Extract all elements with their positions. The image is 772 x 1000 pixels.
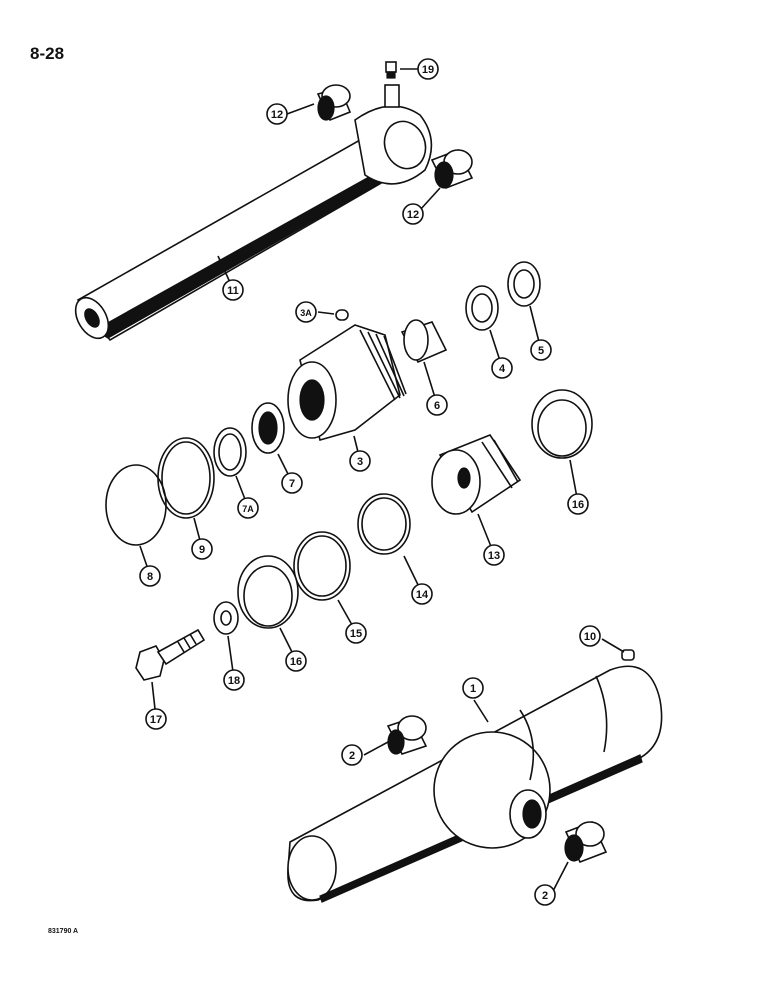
callout-9: 9 [191, 538, 213, 560]
svg-text:4: 4 [499, 363, 506, 375]
callout-5: 5 [530, 339, 552, 361]
callout-12-upper: 12 [266, 103, 288, 125]
drawing-code: 831790 A [48, 928, 79, 935]
svg-text:10: 10 [584, 631, 596, 643]
callout-2-upper: 2 [341, 744, 363, 766]
bolt [135, 628, 206, 681]
callout-7a: 7A [237, 497, 259, 519]
callout-15: 15 [345, 622, 367, 644]
svg-text:16: 16 [572, 499, 584, 511]
wear-ring-16-left [237, 555, 299, 629]
callout-6: 6 [426, 394, 448, 416]
callout-7: 7 [281, 472, 303, 494]
svg-text:5: 5 [538, 345, 544, 357]
grease-fitting [385, 61, 397, 79]
svg-text:9: 9 [199, 544, 205, 556]
callout-17: 17 [145, 708, 167, 730]
callout-10: 10 [579, 625, 601, 647]
svg-text:2: 2 [542, 890, 548, 902]
washer [213, 601, 239, 635]
ring-15 [293, 531, 351, 601]
plug-10 [621, 649, 635, 661]
svg-text:13: 13 [488, 550, 500, 562]
svg-text:15: 15 [350, 628, 362, 640]
svg-text:17: 17 [150, 714, 162, 726]
cylinder-head [287, 324, 407, 441]
rod-bushing-lower [430, 148, 474, 190]
barrel-bushing-lower [564, 820, 608, 864]
callout-3a: 3A [295, 301, 317, 323]
callout-11: 11 [222, 279, 244, 301]
svg-text:18: 18 [228, 675, 240, 687]
svg-text:3: 3 [357, 456, 363, 468]
cylinder-barrel [287, 665, 663, 903]
svg-text:8: 8 [147, 571, 153, 583]
svg-text:11: 11 [227, 285, 239, 297]
svg-text:6: 6 [434, 400, 440, 412]
callout-13: 13 [483, 544, 505, 566]
page-number: 8-28 [30, 44, 65, 63]
piston-rod [74, 84, 433, 342]
callout-16-right: 16 [567, 493, 589, 515]
backup-ring-9 [157, 437, 215, 519]
svg-text:1: 1 [470, 683, 476, 695]
callout-4: 4 [491, 357, 513, 379]
svg-text:16: 16 [290, 656, 302, 668]
svg-text:12: 12 [407, 209, 419, 221]
svg-text:12: 12 [271, 109, 283, 121]
callout-2-lower: 2 [534, 884, 556, 906]
callout-16-left: 16 [285, 650, 307, 672]
svg-text:7: 7 [289, 478, 295, 490]
callout-3: 3 [349, 450, 371, 472]
ring-4 [465, 285, 499, 331]
svg-text:2: 2 [349, 750, 355, 762]
callout-12-lower: 12 [402, 203, 424, 225]
svg-text:19: 19 [422, 64, 434, 76]
rod-bushing-upper [316, 84, 352, 122]
svg-text:3A: 3A [300, 308, 312, 318]
seal-6 [400, 319, 448, 364]
callout-1: 1 [462, 677, 484, 699]
ring-14 [357, 493, 411, 555]
callout-8: 8 [139, 565, 161, 587]
head-fitting [335, 309, 349, 321]
svg-text:7A: 7A [242, 504, 254, 514]
o-ring-8 [105, 464, 167, 546]
callout-19: 19 [417, 58, 439, 80]
callout-18: 18 [223, 669, 245, 691]
barrel-bushing-upper [386, 715, 428, 755]
piston [431, 434, 522, 515]
callout-14: 14 [411, 583, 433, 605]
svg-text:14: 14 [416, 589, 429, 601]
ring-5 [507, 261, 541, 307]
